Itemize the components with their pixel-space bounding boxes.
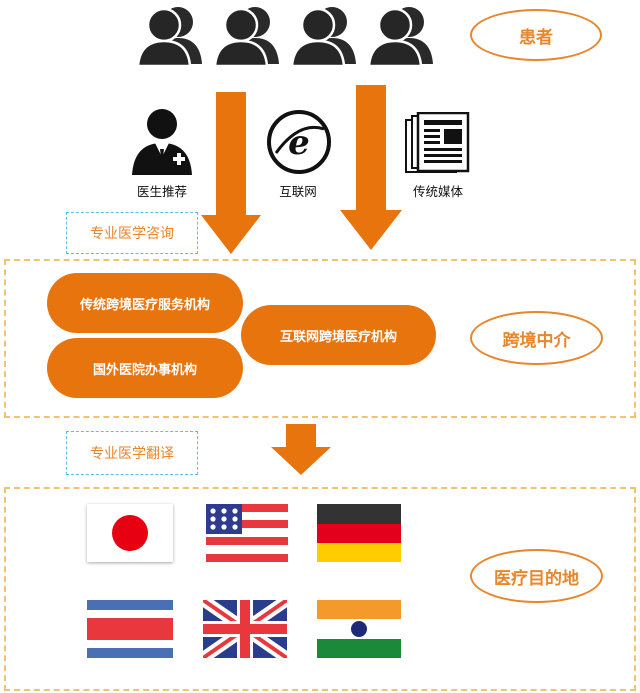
doctor-caption: 医生推荐	[136, 184, 187, 199]
destination-region	[4, 487, 636, 691]
intermediary-item-internet: 互联网跨境医疗机构	[241, 305, 436, 365]
intermediary-item-traditional: 传统跨境医疗服务机构	[47, 273, 243, 333]
arrow-left	[201, 92, 261, 254]
intermediary-label: 跨境中介	[470, 311, 603, 365]
costa-rica-flag-icon	[87, 600, 173, 658]
destination-label: 医疗目的地	[470, 549, 603, 603]
india-flag-icon	[317, 600, 401, 658]
newspaper-icon	[405, 112, 470, 173]
patients-label: 患者	[470, 9, 602, 61]
usa-flag-icon	[206, 504, 288, 562]
intermediary-region	[4, 259, 636, 418]
intermediary-item-overseas-hospital: 国外医院办事机构	[47, 338, 243, 398]
flow-arrows	[201, 85, 402, 475]
arrow-down-small	[271, 424, 331, 475]
translate-tag: 专业医学翻译	[66, 431, 198, 475]
japan-flag-icon	[87, 504, 173, 562]
internet-caption: 互联网	[279, 184, 317, 199]
uk-flag-icon	[203, 600, 287, 658]
consult-tag: 专业医学咨询	[66, 212, 198, 254]
internet-explorer-icon: e	[267, 110, 331, 174]
doctor-icon	[132, 109, 192, 175]
germany-flag-icon	[317, 504, 401, 562]
arrow-right	[340, 85, 402, 250]
media-caption: 传统媒体	[412, 184, 463, 199]
